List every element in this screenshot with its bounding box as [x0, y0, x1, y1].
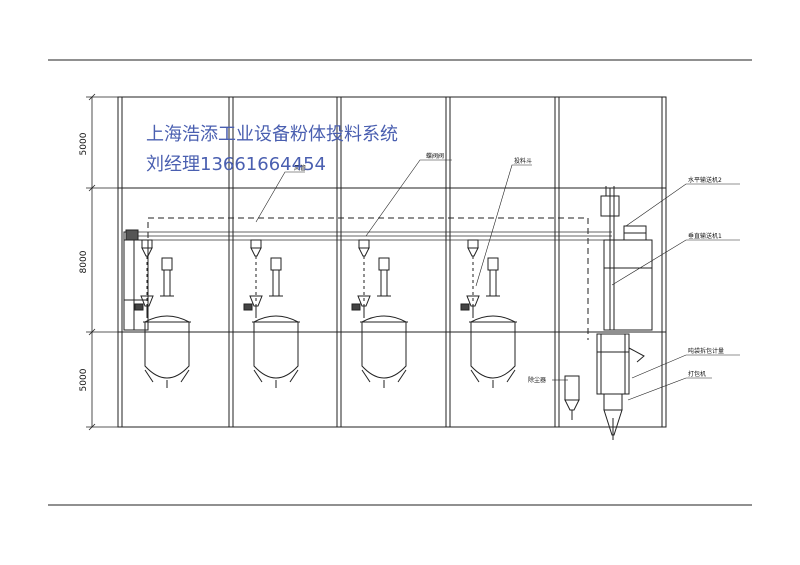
vertical-conveyor	[600, 186, 653, 331]
leaders	[255, 159, 740, 401]
side-hopper	[249, 295, 263, 307]
reactor-1	[134, 239, 191, 388]
duct-dashed	[147, 217, 589, 340]
agitator-shaft-housing	[272, 269, 280, 297]
feed-head	[250, 239, 262, 249]
reactor-4	[460, 239, 517, 388]
side-hopper	[140, 295, 154, 307]
side-valve	[460, 303, 470, 311]
horizontal-conveyor-pipe	[128, 231, 612, 241]
feed-cone	[358, 247, 370, 257]
label-horizontal-conveyor: 水平输送机2	[688, 176, 722, 184]
dim-upper: 5000	[79, 132, 89, 155]
leg-right	[180, 369, 190, 383]
dim-lower: 5000	[79, 368, 89, 391]
feed-head	[141, 239, 153, 249]
leg-left	[253, 369, 263, 383]
dust-collector	[564, 375, 580, 420]
leg-right	[289, 369, 299, 383]
dim-middle: 8000	[79, 250, 89, 273]
side-hopper	[466, 295, 480, 307]
reactor-vessel	[144, 322, 190, 379]
reactor-top-head	[470, 315, 516, 323]
label-weigher: 吨袋拆包计量	[688, 347, 724, 355]
feed-cone	[467, 247, 479, 257]
side-valve	[243, 303, 253, 311]
feed-head	[358, 239, 370, 249]
reactor-vessel	[253, 322, 299, 379]
feed-cone	[250, 247, 262, 257]
agitator-shaft-housing	[163, 269, 171, 297]
leg-right	[506, 369, 516, 383]
building-frame	[117, 96, 667, 428]
side-valve	[134, 303, 144, 311]
reactor-vessel	[470, 322, 516, 379]
reactor-2	[243, 239, 300, 388]
reactor-top-head	[144, 315, 190, 323]
label-valve: 蝶阀阀	[426, 152, 444, 160]
reactor-group	[134, 239, 517, 388]
agitator-motor	[378, 257, 390, 271]
agitator-shaft-housing	[489, 269, 497, 297]
watermark-contact: 刘经理13661664454	[146, 154, 326, 175]
label-dust-collector: 除尘器	[528, 376, 546, 384]
reactor-3	[351, 239, 408, 388]
label-hopper: 投料斗	[514, 157, 532, 165]
agitator-motor	[487, 257, 499, 271]
leg-left	[361, 369, 371, 383]
agitator-shaft-housing	[380, 269, 388, 297]
feed-cone	[141, 247, 153, 257]
agitator-motor	[161, 257, 173, 271]
leg-right	[397, 369, 407, 383]
leg-left	[470, 369, 480, 383]
agitator-motor	[270, 257, 282, 271]
reactor-top-head	[361, 315, 407, 323]
label-vertical-conveyor: 垂直输送机1	[688, 232, 722, 240]
watermark-company: 上海浩添工业设备粉体投料系统	[146, 124, 398, 145]
reactor-vessel	[361, 322, 407, 379]
label-vent: 风管	[294, 164, 306, 172]
leg-left	[144, 369, 154, 383]
left-riser	[123, 229, 149, 331]
label-bagger: 打包机	[688, 370, 706, 378]
side-valve	[351, 303, 361, 311]
dimension-chain	[86, 93, 122, 431]
reactor-top-head	[253, 315, 299, 323]
bag-unload-station	[596, 333, 645, 440]
feed-head	[467, 239, 479, 249]
side-hopper	[357, 295, 371, 307]
